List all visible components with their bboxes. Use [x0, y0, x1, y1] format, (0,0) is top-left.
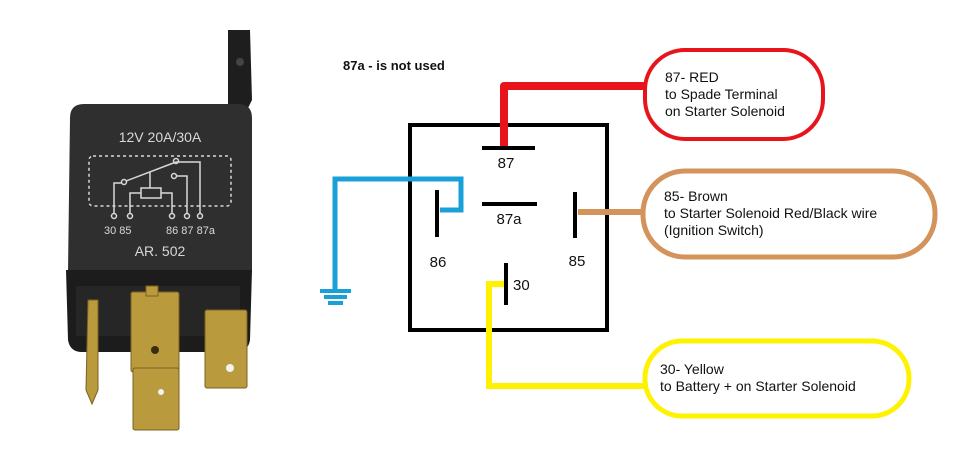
- mounting-tab: [228, 30, 252, 112]
- pin-label-87a: 87a: [496, 211, 522, 228]
- callout-yellow-bubble: [642, 338, 912, 419]
- relay-model: AR. 502: [135, 243, 186, 259]
- terminal-hole: [151, 346, 159, 354]
- terminal-hole: [226, 364, 234, 372]
- relay-terminals: [85, 285, 248, 431]
- wire-blue-86-ground: [332, 176, 464, 290]
- pin-label-30: 30: [513, 277, 530, 294]
- callout-brown-line2: (Ignition Switch): [664, 222, 764, 238]
- pin-label-86: 86: [430, 254, 447, 271]
- callout-yellow: 30- Yellow to Battery + on Starter Solen…: [660, 361, 856, 395]
- relay-photo: 12V 20A/30A 30 85 86 87 87a AR. 502: [66, 30, 252, 431]
- callout-brown-title: 85- Brown: [664, 188, 728, 204]
- terminal-center: [130, 291, 180, 373]
- wire-yellow-30: [486, 281, 646, 389]
- wire-red-87: [500, 82, 646, 148]
- relay-rating: 12V 20A/30A: [119, 129, 202, 145]
- callout-brown-line1: to Starter Solenoid Red/Black wire: [664, 205, 878, 221]
- callout-red: 87- RED to Spade Terminal on Starter Sol…: [665, 69, 785, 120]
- pin-label-85: 85: [569, 253, 586, 270]
- relay-internal-outline: [88, 155, 232, 207]
- callout-red-line2: on Starter Solenoid: [665, 103, 785, 119]
- ground-icon: [320, 289, 351, 305]
- callout-brown-bubble: [640, 168, 938, 260]
- relay-internal-schematic: [110, 157, 204, 220]
- relay-pin-labels-left: 30 85: [104, 225, 132, 237]
- callout-red-line1: to Spade Terminal: [665, 86, 778, 102]
- note-87a-unused: 87a - is not used: [343, 58, 445, 73]
- relay-schematic: 87 87a 86 85 30: [320, 48, 938, 419]
- mounting-hole: [236, 58, 244, 66]
- terminal-left: [85, 299, 99, 406]
- callout-yellow-title: 30- Yellow: [660, 361, 724, 377]
- relay-pin-labels-right: 86 87 87a: [166, 225, 216, 237]
- pin-label-87: 87: [498, 155, 515, 172]
- relay-box: [408, 123, 609, 332]
- callout-brown: 85- Brown to Starter Solenoid Red/Black …: [664, 188, 877, 239]
- callout-red-bubble: [643, 48, 825, 141]
- terminal-hole: [158, 389, 164, 395]
- callout-red-title: 87- RED: [665, 69, 719, 85]
- terminal-tab: [145, 285, 159, 297]
- terminal-right: [204, 309, 248, 389]
- callout-yellow-line1: to Battery + on Starter Solenoid: [660, 378, 856, 394]
- terminal-bottom: [132, 367, 180, 431]
